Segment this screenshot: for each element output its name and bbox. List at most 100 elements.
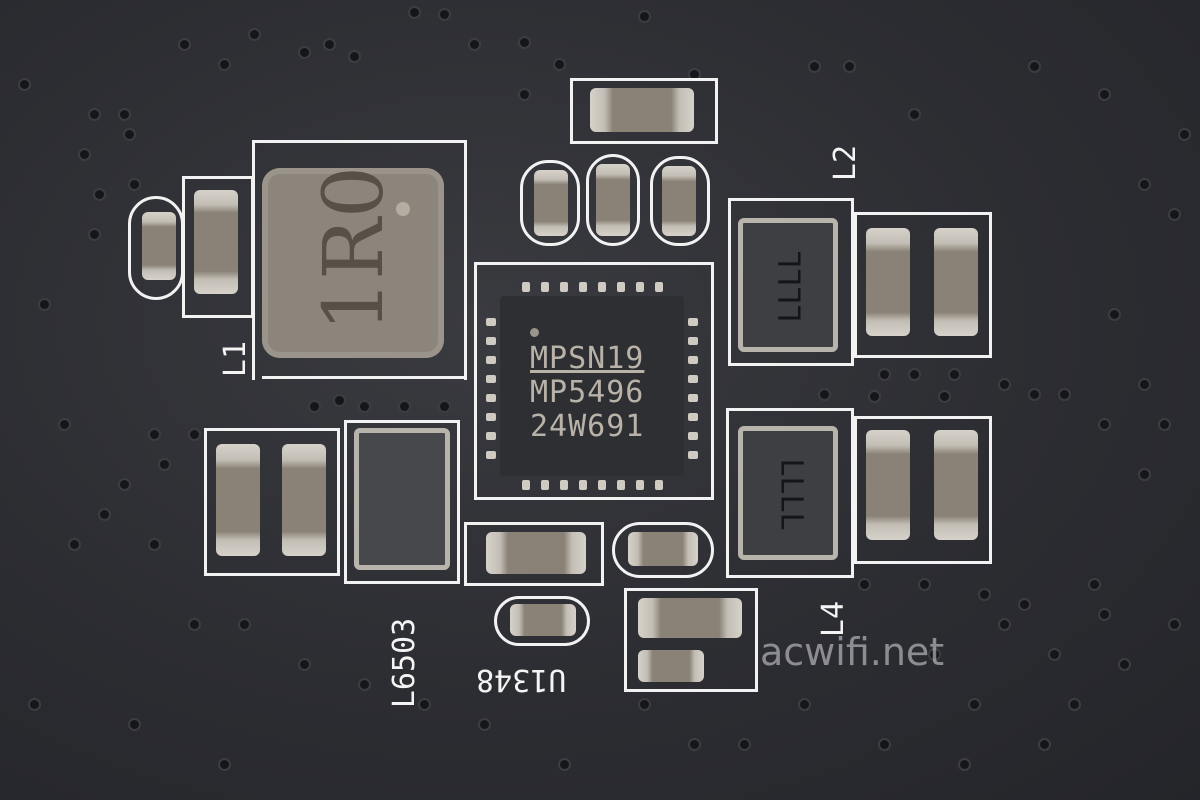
via bbox=[1180, 130, 1189, 139]
ic-pin bbox=[655, 480, 663, 490]
ic-pin bbox=[486, 356, 496, 364]
ic-pin bbox=[688, 375, 698, 383]
via bbox=[810, 62, 819, 71]
via bbox=[820, 390, 829, 399]
via bbox=[970, 700, 979, 709]
via bbox=[1100, 420, 1109, 429]
via bbox=[1100, 90, 1109, 99]
via bbox=[95, 190, 104, 199]
via bbox=[250, 30, 259, 39]
via bbox=[410, 8, 419, 17]
via bbox=[360, 680, 369, 689]
ic-pin bbox=[655, 282, 663, 292]
silk-outline-l4-caps bbox=[854, 416, 992, 564]
inductor-marking: LLLL bbox=[773, 250, 809, 323]
via bbox=[1040, 740, 1049, 749]
via bbox=[640, 700, 649, 709]
via bbox=[240, 620, 249, 629]
silk-outline-cap-group bbox=[624, 588, 758, 692]
ic-pin bbox=[486, 394, 496, 402]
ic-pin bbox=[598, 480, 606, 490]
via bbox=[1020, 600, 1029, 609]
capacitor bbox=[866, 430, 910, 540]
silk-outline-cap bbox=[494, 596, 590, 646]
via bbox=[1060, 390, 1069, 399]
via bbox=[130, 180, 139, 189]
ic-pin bbox=[688, 413, 698, 421]
via bbox=[360, 402, 369, 411]
ic-pin bbox=[486, 318, 496, 326]
ic-pin bbox=[617, 480, 625, 490]
via bbox=[440, 402, 449, 411]
ic-pin bbox=[560, 282, 568, 292]
via bbox=[350, 52, 359, 61]
ic-pin bbox=[486, 375, 496, 383]
via bbox=[335, 396, 344, 405]
via bbox=[980, 590, 989, 599]
ic-pin bbox=[486, 413, 496, 421]
via bbox=[910, 110, 919, 119]
ic-pin bbox=[579, 282, 587, 292]
ic-pin bbox=[486, 432, 496, 440]
silk-outline-cap bbox=[612, 522, 714, 578]
via bbox=[130, 720, 139, 729]
capacitor bbox=[142, 212, 176, 280]
ic-line-1: MPSN19 bbox=[530, 341, 645, 376]
via bbox=[150, 540, 159, 549]
via bbox=[1160, 420, 1169, 429]
inductor-l6503 bbox=[354, 428, 450, 570]
ic-pin bbox=[522, 480, 530, 490]
via bbox=[1170, 620, 1179, 629]
pin1-dot bbox=[530, 328, 539, 337]
via bbox=[310, 402, 319, 411]
via bbox=[400, 402, 409, 411]
silk-outline-l6503 bbox=[344, 420, 460, 584]
via bbox=[150, 430, 159, 439]
via bbox=[1140, 180, 1149, 189]
via bbox=[80, 150, 89, 159]
via bbox=[90, 110, 99, 119]
capacitor bbox=[628, 532, 698, 566]
capacitor bbox=[866, 228, 910, 336]
via bbox=[1030, 62, 1039, 71]
capacitor bbox=[194, 190, 238, 294]
via bbox=[470, 40, 479, 49]
via bbox=[60, 420, 69, 429]
silk-outline-cap bbox=[128, 196, 184, 300]
via bbox=[100, 510, 109, 519]
via bbox=[220, 760, 229, 769]
ic-pin bbox=[486, 337, 496, 345]
via bbox=[1070, 700, 1079, 709]
via bbox=[560, 760, 569, 769]
via bbox=[1090, 580, 1099, 589]
via bbox=[480, 720, 489, 729]
ic-pin bbox=[560, 480, 568, 490]
via bbox=[520, 38, 529, 47]
via bbox=[1110, 310, 1119, 319]
silk-line bbox=[262, 376, 467, 379]
ic-pin bbox=[522, 282, 530, 292]
capacitor bbox=[638, 598, 742, 638]
regulator-ic: MPSN19 MP5496 24W691 bbox=[500, 296, 684, 476]
polarity-dot bbox=[396, 202, 410, 216]
capacitor bbox=[282, 444, 326, 556]
via bbox=[125, 130, 134, 139]
label-l2: L2 bbox=[828, 144, 864, 182]
via bbox=[1050, 650, 1059, 659]
ic-pin bbox=[541, 282, 549, 292]
via bbox=[555, 60, 564, 69]
via bbox=[880, 370, 889, 379]
silk-outline-cap-pair-bottom-left bbox=[204, 428, 340, 576]
via bbox=[950, 370, 959, 379]
via bbox=[860, 580, 869, 589]
via bbox=[325, 40, 334, 49]
capacitor bbox=[486, 532, 586, 574]
via bbox=[740, 740, 749, 749]
via bbox=[20, 80, 29, 89]
ic-pin bbox=[617, 282, 625, 292]
ic-pin bbox=[598, 282, 606, 292]
ic-line-2: MP5496 bbox=[530, 375, 645, 410]
via bbox=[1140, 380, 1149, 389]
via bbox=[1120, 660, 1129, 669]
